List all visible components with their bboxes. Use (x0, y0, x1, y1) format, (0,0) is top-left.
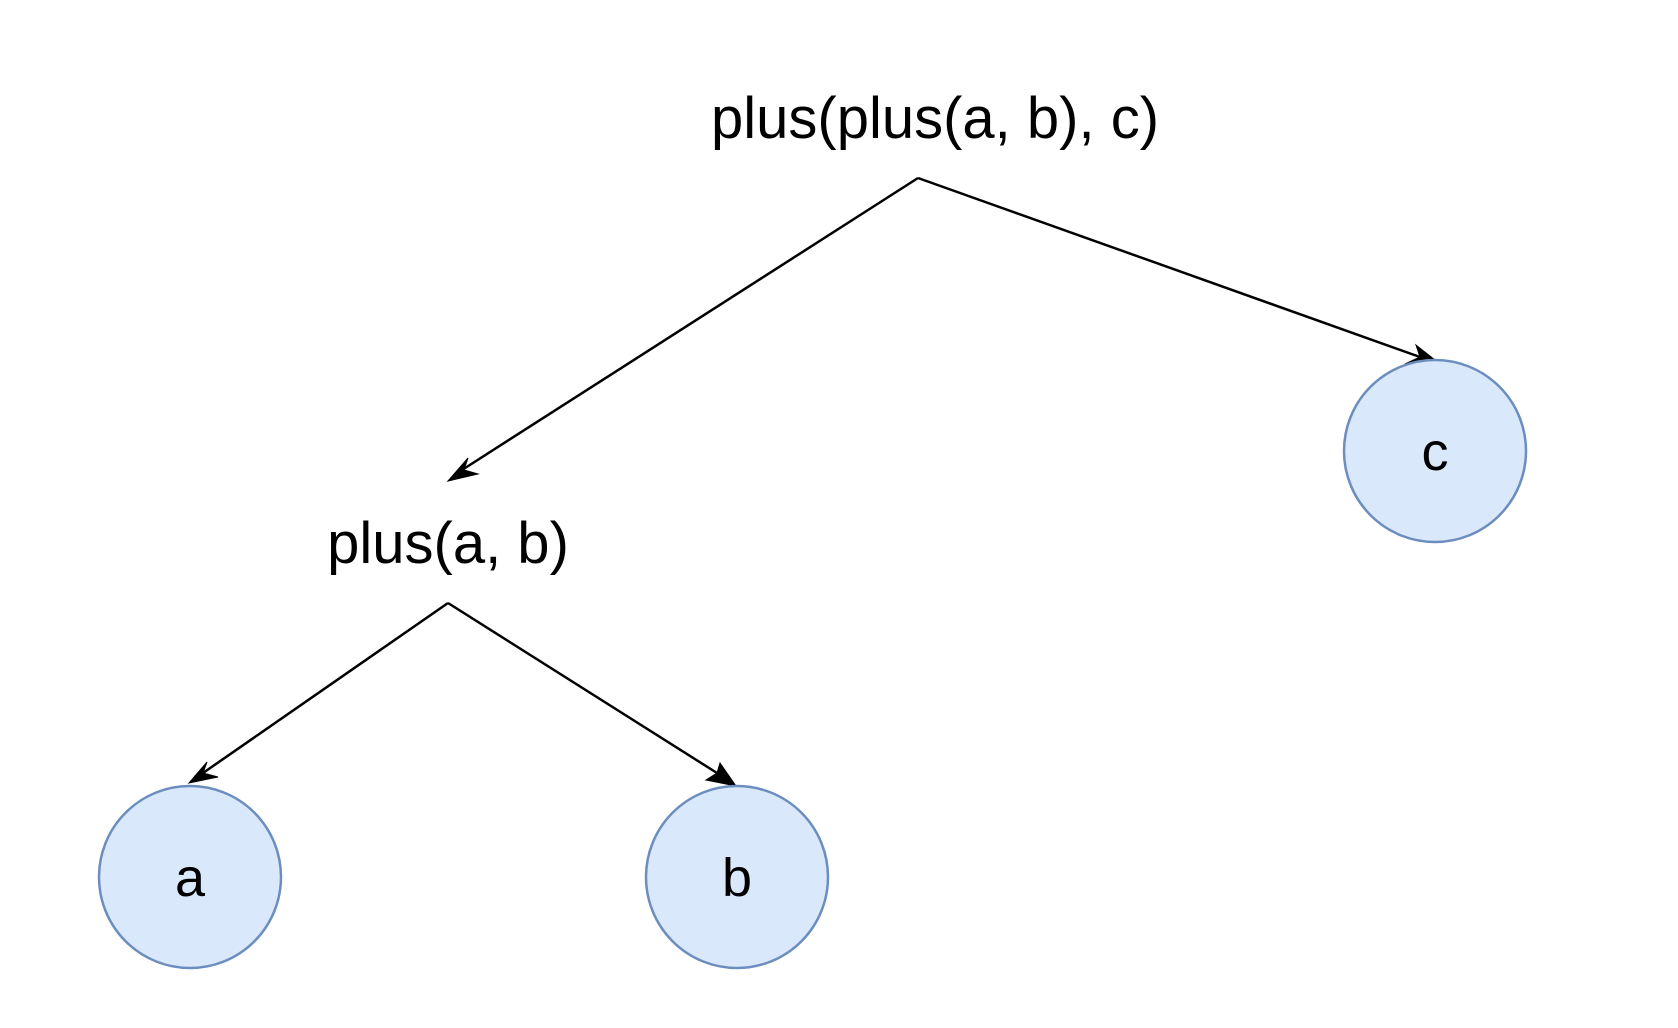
arrowhead-inner (446, 457, 480, 482)
leaf-node-b-label: b (722, 848, 752, 908)
edges (187, 176, 1437, 787)
leaf-node-c: c (1342, 358, 1528, 544)
leaf-node-a-label: a (175, 848, 206, 908)
edge-inner-to-a (202, 601, 449, 775)
leaf-node-a: a (97, 784, 283, 970)
leaf-node-c-label: c (1422, 422, 1449, 482)
edge-root-to-inner (461, 176, 919, 472)
arrowhead-a (187, 761, 219, 784)
leaf-node-a-circle (97, 784, 283, 970)
edge-root-to-c (917, 176, 1421, 359)
leaf-node-c-circle (1342, 358, 1528, 544)
arrowhead-b (704, 761, 738, 787)
root-expression-label: plus(plus(a, b), c) (711, 86, 1159, 151)
edge-inner-to-b (447, 601, 718, 775)
leaf-node-b: b (644, 784, 830, 970)
leaf-node-b-circle (644, 784, 830, 970)
inner-expression-label: plus(a, b) (327, 511, 569, 576)
